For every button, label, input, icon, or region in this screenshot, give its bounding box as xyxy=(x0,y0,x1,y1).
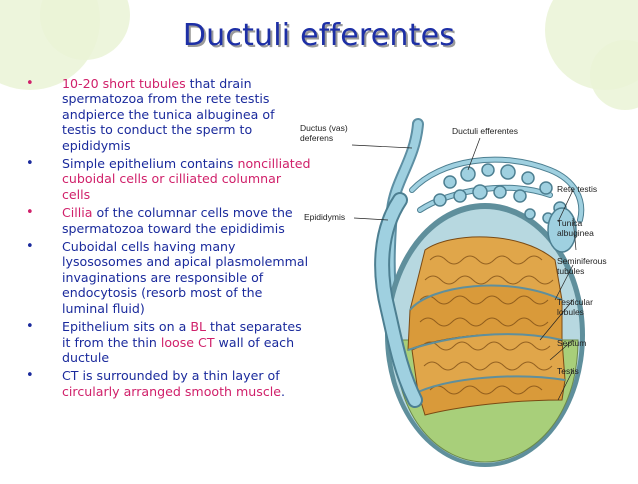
label-testis: Testis xyxy=(557,366,579,376)
bullet-item: • Simple epithelium contains noncilliated… xyxy=(22,156,312,202)
bullet-item: • 10-20 short tubules that drain spermato… xyxy=(22,76,312,153)
bullet-item: • Epithelium sits on a BL that separates … xyxy=(22,319,312,365)
bullet-text-segment: . xyxy=(281,383,286,399)
bullet-text-segment: CT is surrounded by a thin layer of xyxy=(62,368,280,384)
label-rete-testis: Rete testis xyxy=(557,184,598,194)
bullet-text-segment: noncilliated cuboidal cells or cilliated… xyxy=(62,156,311,202)
bullet-marker: • xyxy=(26,368,34,384)
bullet-text-segment: 10-20 short tubules xyxy=(62,76,186,91)
label-ductuli-efferentes: Ductuli efferentes xyxy=(452,126,518,136)
slide-title: Ductuli efferentes xyxy=(182,18,456,53)
testis-illustration xyxy=(351,118,585,467)
bullet-item: • Cuboidal cells having many lysososomes … xyxy=(22,239,312,316)
bullet-marker: • xyxy=(26,205,34,221)
label-testicular-lobules: Testicular lobules xyxy=(557,297,593,317)
bullet-text-segment: Simple epithelium contains xyxy=(62,156,238,172)
bullet-marker: • xyxy=(26,319,34,335)
label-tunica-albuginea: Tunica albuginea xyxy=(557,218,594,238)
label-seminiferous-tubules: Seminiferous tubules xyxy=(557,256,607,276)
bullet-text-segment: Cillia xyxy=(62,205,93,221)
bullet-marker: • xyxy=(26,76,34,91)
bullet-list: • 10-20 short tubules that drain spermato… xyxy=(22,76,312,402)
bullet-text-segment: Cuboidal cells having many lysososomes a… xyxy=(62,239,309,316)
bullet-marker: • xyxy=(26,156,34,172)
label-epididymis: Epididymis xyxy=(304,212,346,222)
label-septum: Septum xyxy=(557,338,587,348)
bullet-item: • CT is surrounded by a thin layer of cir… xyxy=(22,368,312,399)
bullet-text-segment: wall of each ductule xyxy=(62,334,295,365)
bullet-item: • Cillia of the columnar cells move the s… xyxy=(22,205,312,236)
bullet-text-segment: loose CT xyxy=(160,334,215,350)
bullet-text-segment: that separates it from the thin xyxy=(62,319,302,350)
label-ductus-vas-deferens: Ductus (vas) deferens xyxy=(300,123,348,143)
bullet-text-segment: of the columnar cells move the spermatoz… xyxy=(62,205,293,236)
bullet-text-segment: BL xyxy=(190,319,206,335)
bullet-text-segment: that drain spermatozoa from the rete tes… xyxy=(62,76,275,153)
testis-diagram: Ductus (vas) deferens Ductuli efferentes… xyxy=(300,100,638,480)
bullet-text-segment: circularly arranged smooth muscle xyxy=(62,383,282,399)
bullet-text-segment: Epithelium sits on a xyxy=(62,319,191,335)
bullet-marker: • xyxy=(26,239,34,255)
